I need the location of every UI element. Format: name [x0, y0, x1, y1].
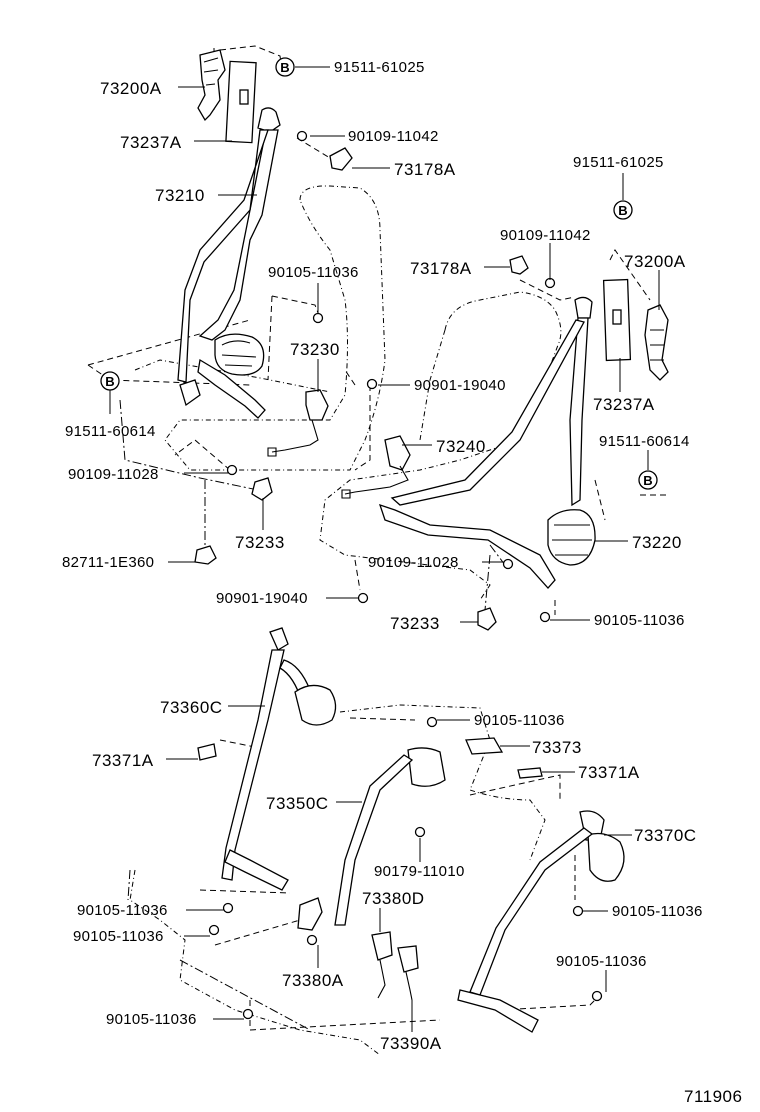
part-label: 90109-11028 — [368, 554, 459, 571]
part-label: 90105-11036 — [106, 1011, 197, 1028]
part-label: 90105-11036 — [612, 903, 703, 920]
part-label: 90179-11010 — [374, 863, 465, 880]
part-label: 73178A — [394, 160, 456, 179]
part-label: 90105-11036 — [268, 264, 359, 281]
part-label: 90109-11028 — [68, 466, 159, 483]
svg-text:B: B — [105, 374, 114, 389]
part-label: 73370C — [634, 826, 697, 845]
svg-text:B: B — [643, 473, 652, 488]
circle-b-marker: B — [275, 57, 295, 77]
part-label: 73233 — [390, 614, 440, 633]
part-label: 73237A — [593, 395, 655, 414]
leader-lines — [109, 66, 660, 1032]
svg-text:B: B — [618, 203, 627, 218]
part-label: 73373 — [532, 738, 582, 757]
part-label: 90105-11036 — [73, 928, 164, 945]
part-label: 91511-61025 — [334, 59, 425, 76]
part-label: 73350C — [266, 794, 329, 813]
part-label: 90105-11036 — [594, 612, 685, 629]
part-label: 90109-11042 — [348, 128, 439, 145]
part-label: 73371A — [578, 763, 640, 782]
part-label: 90109-11042 — [500, 227, 591, 244]
circle-b-marker: B — [100, 371, 120, 391]
front-right-belt-assembly — [341, 255, 669, 631]
front-left-belt-assembly — [177, 49, 378, 565]
part-label: 90105-11036 — [77, 902, 168, 919]
part-label: 73220 — [632, 533, 682, 552]
part-label: 82711-1E360 — [62, 554, 154, 571]
part-label: 73200A — [100, 79, 162, 98]
part-label: 91511-60614 — [599, 433, 690, 450]
diagram-number: 711906 — [684, 1087, 742, 1106]
part-label: 73380A — [282, 971, 344, 990]
front-left-seat-outline — [134, 185, 386, 471]
rear-seat-outline — [129, 704, 546, 1056]
part-label: 73380D — [362, 889, 425, 908]
circle-b-marker: B — [638, 470, 658, 490]
part-label: 90901-19040 — [216, 590, 308, 607]
front-right-seat-outline — [319, 291, 562, 601]
part-label: 90105-11036 — [556, 953, 647, 970]
svg-text:B: B — [280, 60, 289, 75]
part-label: 73210 — [155, 186, 205, 205]
part-label: 73240 — [436, 437, 486, 456]
part-label: 73230 — [290, 340, 340, 359]
part-label: 91511-60614 — [65, 423, 156, 440]
part-label: 91511-61025 — [573, 154, 664, 171]
part-label: 73233 — [235, 533, 285, 552]
part-label: 73200A — [624, 252, 686, 271]
part-label: 90901-19040 — [414, 377, 506, 394]
part-label: 73178A — [410, 259, 472, 278]
rear-belt-assemblies — [197, 627, 625, 1033]
part-label: 73237A — [120, 133, 182, 152]
circle-b-marker: B — [613, 200, 633, 220]
part-label: 73371A — [92, 751, 154, 770]
part-label: 73360C — [160, 698, 223, 717]
part-labels: 73200A 91511-61025 73237A 90109-11042 73… — [62, 59, 703, 1053]
part-label: 73390A — [380, 1034, 442, 1053]
part-label: 90105-11036 — [474, 712, 565, 729]
